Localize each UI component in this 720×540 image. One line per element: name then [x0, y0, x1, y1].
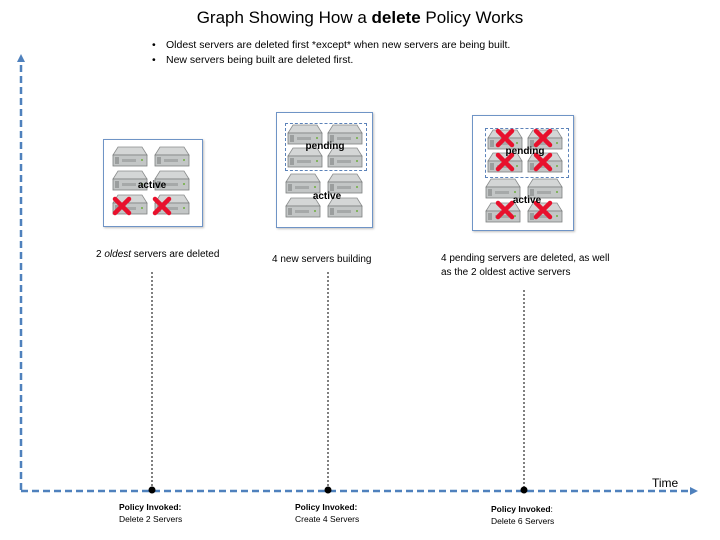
title-suffix: Policy Works: [420, 8, 524, 27]
policy-label: Policy Invoked: [295, 502, 355, 512]
pending-group-frame: [485, 128, 569, 178]
policy-label: Policy Invoked: [119, 502, 179, 512]
event-marker-1: [148, 486, 156, 494]
server-icon: [112, 170, 148, 192]
active-label: active: [137, 180, 167, 191]
bullet-list: Oldest servers are deleted first *except…: [152, 38, 510, 68]
delete-x-icon: [495, 200, 515, 220]
caption-line: 4 pending servers are deleted, as well: [441, 253, 610, 264]
stage-3-caption: 4 pending servers are deleted, as well a…: [441, 252, 609, 280]
title-bold-word: delete: [371, 8, 421, 27]
server-icon: [287, 147, 323, 169]
event-marker-3: [520, 486, 528, 494]
stage-1-server-box: active: [103, 139, 203, 227]
stage-2-caption: 4 new servers building: [272, 254, 372, 265]
active-label: active: [512, 195, 542, 206]
server-icon: [327, 173, 363, 195]
stage-3-server-box: pending active: [472, 115, 574, 231]
delete-x-icon: [152, 196, 172, 216]
policy-1: Policy Invoked: Delete 2 Servers: [119, 502, 183, 524]
caption-text: 2: [96, 249, 105, 260]
policy-action: Create 4 Servers: [295, 514, 360, 524]
active-label: active: [312, 191, 342, 202]
server-icon: [327, 124, 363, 146]
pending-label: pending: [505, 146, 545, 157]
title-prefix: Graph Showing How a: [196, 8, 372, 27]
server-icon: [154, 170, 190, 192]
stage-1-caption: 2 oldest servers are deleted: [96, 248, 219, 262]
server-icon: [112, 146, 148, 168]
delete-x-icon: [533, 152, 553, 172]
server-icon: [327, 197, 363, 219]
x-axis-label: Time: [652, 476, 679, 490]
diagram-title: Graph Showing How a delete Policy Works: [0, 8, 720, 28]
bullet-item: Oldest servers are deleted first *except…: [152, 38, 510, 53]
event-marker-2: [324, 486, 332, 494]
stage-2-server-box: pending active: [276, 112, 373, 228]
policy-action: Delete 6 Servers: [491, 516, 555, 526]
bullet-item: New servers being built are deleted firs…: [152, 53, 510, 68]
server-icon: [154, 146, 190, 168]
server-icon: [527, 178, 563, 200]
server-icon: [327, 147, 363, 169]
delete-x-icon: [495, 152, 515, 172]
caption-line: as the 2 oldest active servers: [441, 267, 571, 278]
server-icon: [485, 178, 521, 200]
server-icon: [285, 197, 321, 219]
caption-emphasis: oldest: [104, 249, 132, 260]
policy-3: Policy Invoked: Delete 6 Servers: [491, 504, 555, 526]
policy-label: Policy Invoked: [491, 504, 551, 514]
delete-x-icon: [533, 128, 553, 148]
delete-x-icon: [533, 200, 553, 220]
delete-x-icon: [495, 128, 515, 148]
server-icon: [287, 124, 323, 146]
caption-text: servers are deleted: [131, 249, 220, 260]
delete-x-icon: [112, 196, 132, 216]
pending-label: pending: [305, 141, 345, 152]
server-icon: [285, 173, 321, 195]
pending-group-frame: [285, 123, 367, 171]
policy-2: Policy Invoked: Create 4 Servers: [295, 502, 360, 524]
policy-action: Delete 2 Servers: [119, 514, 183, 524]
